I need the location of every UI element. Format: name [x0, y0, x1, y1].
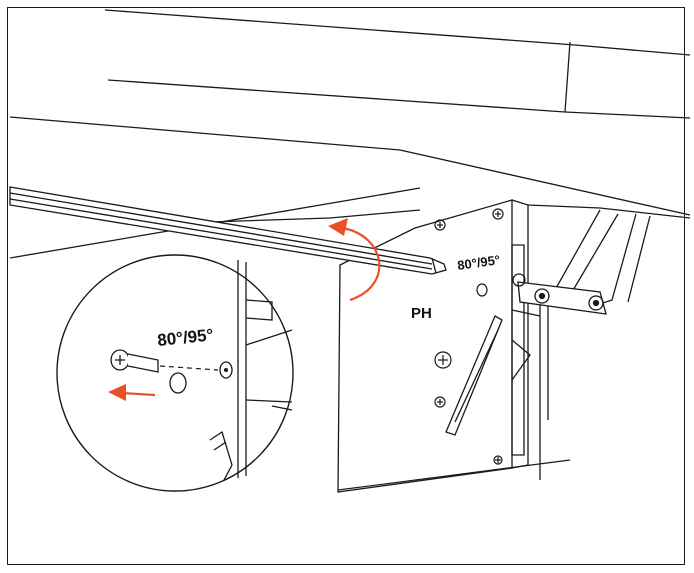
detail-plate-edge	[210, 260, 292, 480]
detail-callout: 80°/95°	[57, 255, 293, 491]
screw-path-dashed	[160, 366, 218, 370]
screwdriver-type-label: PH	[411, 305, 432, 322]
phillips-screw-icon	[435, 220, 445, 230]
angle-label-main: 80°/95°	[456, 252, 501, 273]
plate-screws	[435, 209, 503, 464]
phillips-screw-icon	[494, 456, 502, 464]
adjust-hole-detail	[170, 373, 186, 393]
phillips-screw-icon	[111, 350, 158, 372]
phillips-screw-icon	[435, 397, 445, 407]
screwdriver	[10, 187, 446, 274]
rotate-arrow-icon	[328, 218, 379, 300]
phillips-screw-icon	[435, 352, 451, 368]
pull-arrow-icon	[108, 384, 155, 401]
floor-line	[338, 460, 570, 490]
adjust-hole	[477, 284, 487, 296]
hinge-mounting-plate	[338, 200, 548, 492]
lift-mechanism	[446, 205, 690, 435]
phillips-screw-icon	[493, 209, 503, 219]
